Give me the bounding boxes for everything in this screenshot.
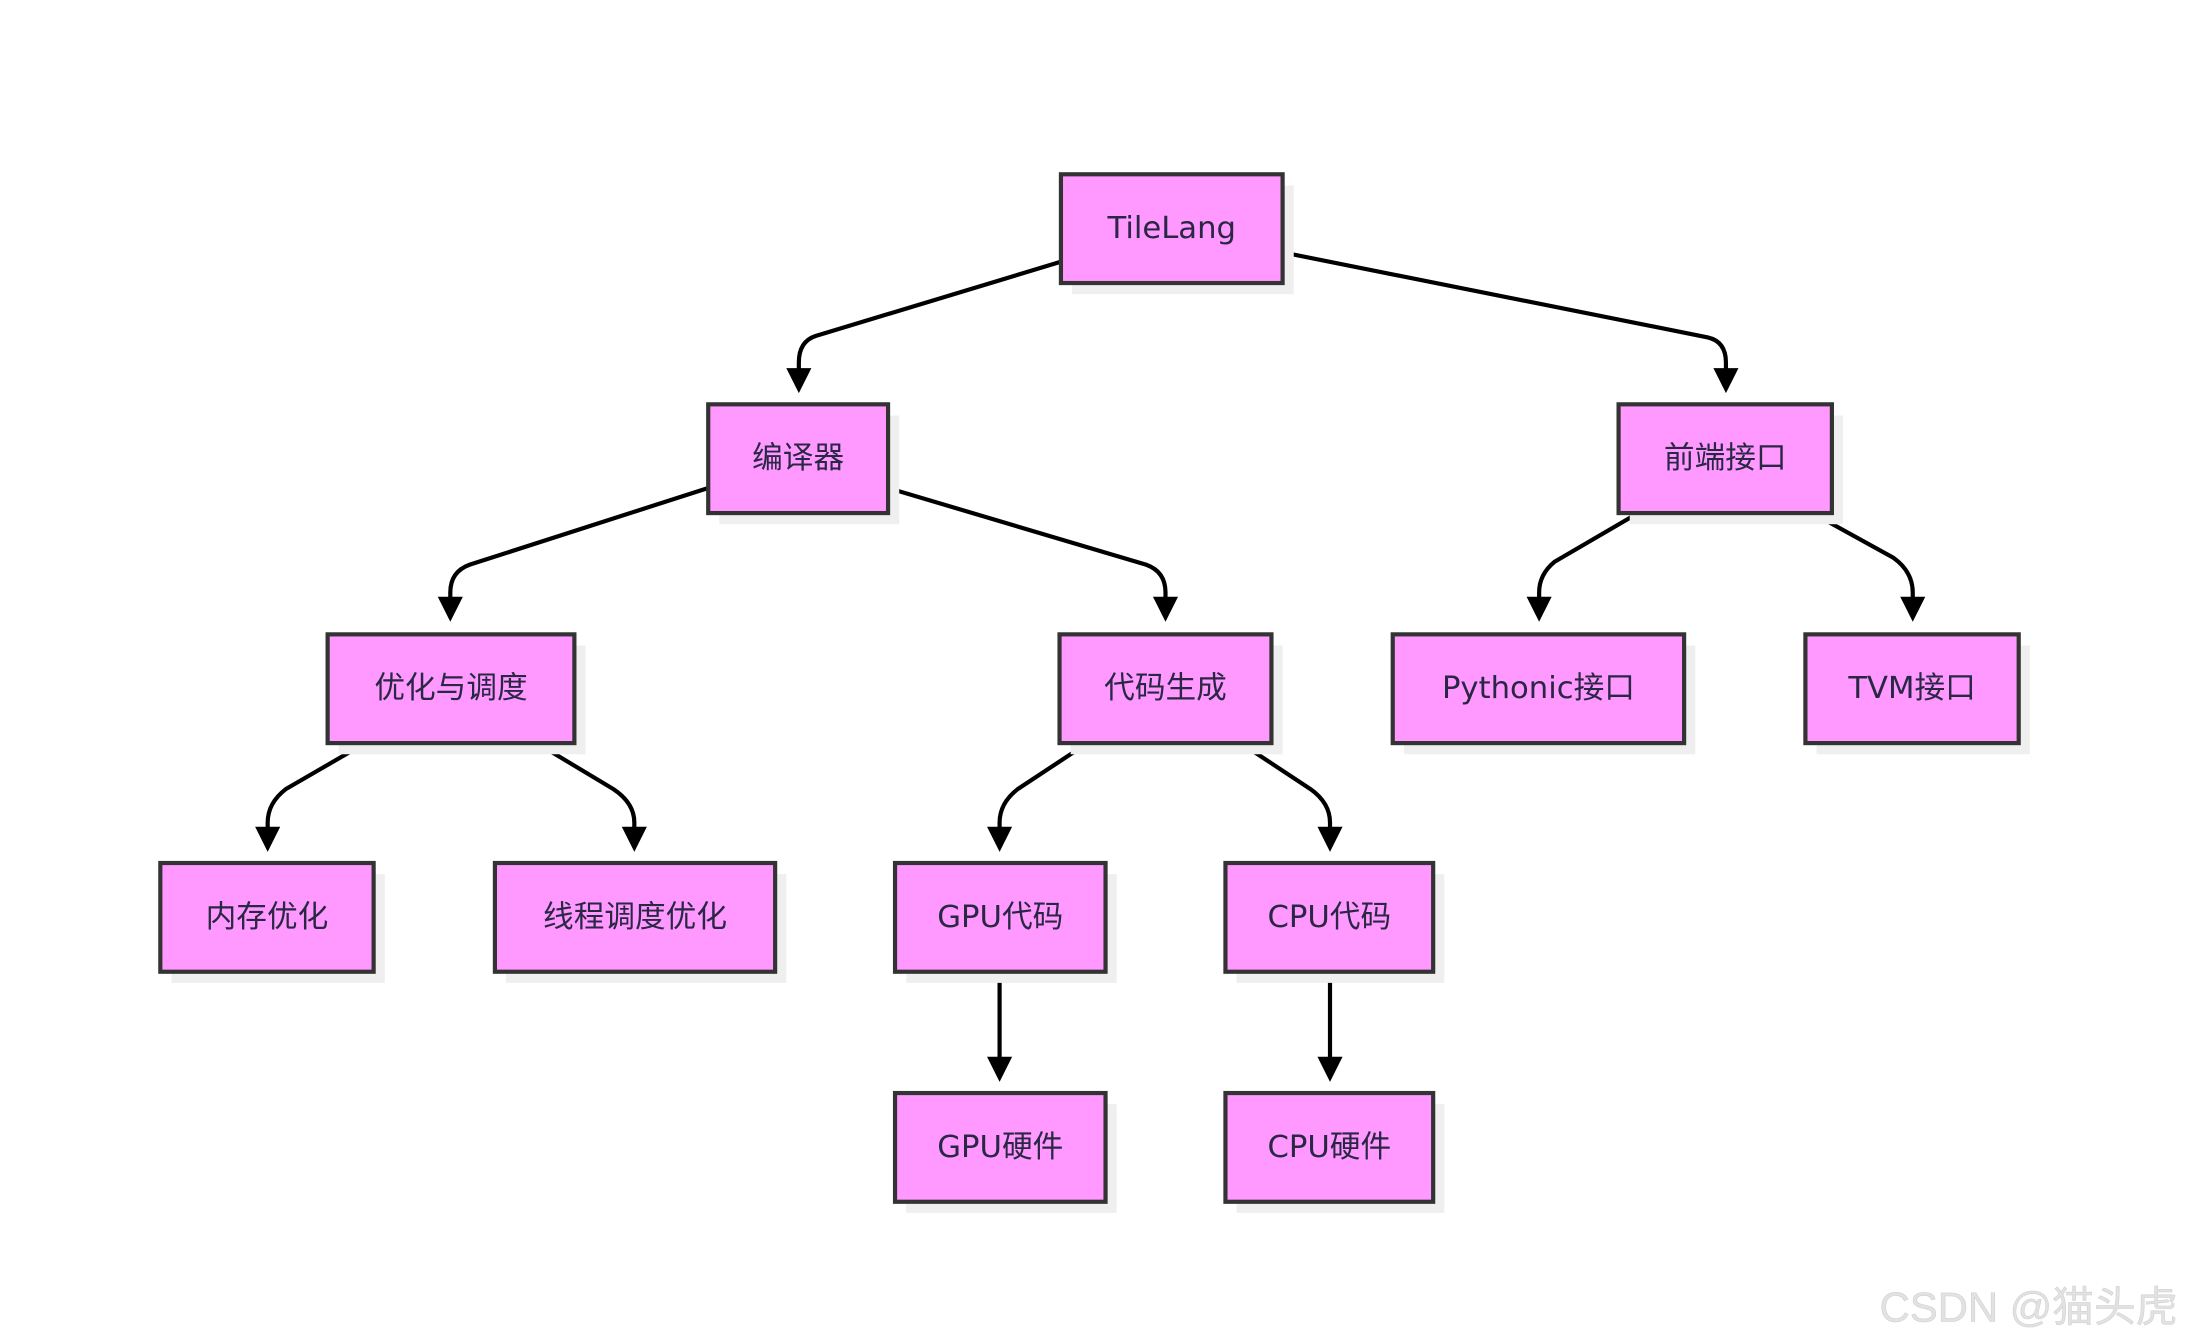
arrowhead-icon [786, 368, 812, 394]
edge-frontend-tvm [1811, 511, 1915, 600]
node-frontend[interactable]: 前端接口 [1616, 402, 1844, 525]
watermark: CSDN @猫头虎 [1880, 1284, 2178, 1331]
edge-opt-mem [265, 741, 367, 830]
edge-root-frontend [1282, 250, 1729, 371]
node-label: TileLang [1107, 211, 1236, 246]
node-gpucode[interactable]: GPU代码 [892, 860, 1117, 983]
node-label: 内存优化 [206, 900, 329, 935]
edge-root-compiler [796, 260, 1061, 371]
node-compiler[interactable]: 编译器 [706, 402, 900, 525]
node-label: 代码生成 [1104, 671, 1227, 706]
node-tvm[interactable]: TVM接口 [1803, 632, 2030, 755]
arrowhead-icon [437, 596, 463, 622]
node-label: 优化与调度 [374, 671, 527, 706]
node-mem[interactable]: 内存优化 [158, 860, 385, 983]
node-gpuhw[interactable]: GPU硬件 [892, 1090, 1117, 1213]
node-label: 线程调度优化 [543, 900, 727, 935]
node-thread[interactable]: 线程调度优化 [492, 860, 787, 983]
node-label: 编译器 [752, 441, 844, 476]
edge-codegen-cpucode [1239, 741, 1333, 830]
node-label: TVM接口 [1847, 671, 1975, 706]
arrowhead-icon [1317, 1056, 1343, 1082]
arrowhead-icon [987, 1056, 1013, 1082]
arrowhead-icon [1317, 826, 1343, 852]
node-codegen[interactable]: 代码生成 [1057, 632, 1283, 755]
edge-opt-thread [535, 741, 637, 830]
node-label: Pythonic接口 [1442, 671, 1635, 706]
node-tilelang[interactable]: TileLang [1058, 172, 1294, 295]
node-label: 前端接口 [1664, 441, 1787, 476]
arrowhead-icon [1900, 596, 1926, 622]
edge-compiler-codegen [887, 485, 1168, 600]
arrowhead-icon [1152, 596, 1179, 622]
arrowhead-icon [621, 826, 647, 852]
node-pythonic[interactable]: Pythonic接口 [1390, 632, 1696, 755]
arrowhead-icon [987, 826, 1013, 852]
arrowheads [255, 368, 1926, 1082]
node-opt[interactable]: 优化与调度 [325, 632, 586, 755]
node-label: GPU硬件 [937, 1130, 1063, 1165]
arrowhead-icon [1713, 368, 1739, 394]
edge-codegen-gpucode [997, 741, 1089, 830]
edges [265, 250, 1915, 1060]
node-label: CPU代码 [1267, 900, 1391, 935]
node-cpuhw[interactable]: CPU硬件 [1223, 1090, 1445, 1213]
node-label: GPU代码 [937, 900, 1063, 935]
arrowhead-icon [255, 826, 281, 852]
edge-frontend-pythonic [1537, 511, 1640, 600]
edge-compiler-opt [448, 485, 709, 600]
node-label: CPU硬件 [1267, 1130, 1391, 1165]
node-cpucode[interactable]: CPU代码 [1223, 860, 1445, 983]
arrowhead-icon [1526, 596, 1552, 622]
